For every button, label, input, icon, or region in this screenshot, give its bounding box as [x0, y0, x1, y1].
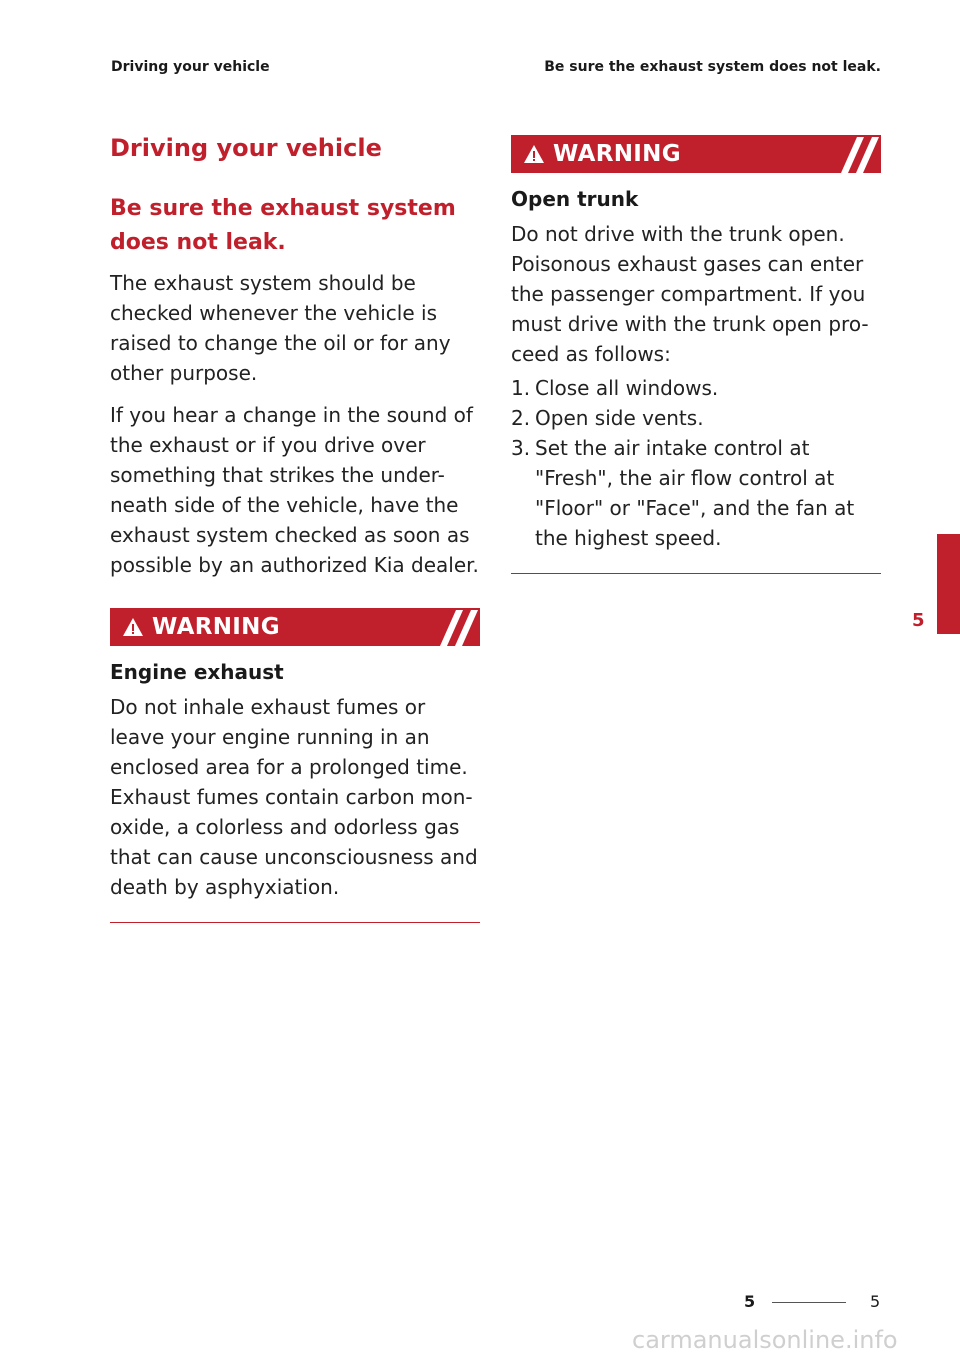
step-text: Open side vents.	[535, 406, 704, 430]
footer-chapter-number: 5	[744, 1292, 756, 1311]
footer-divider	[772, 1302, 846, 1303]
step-number: 2.	[511, 406, 531, 430]
warning-text: Do not drive with the trunk open. Poison…	[511, 222, 869, 366]
body-paragraph: If you hear a change in the sound of the…	[110, 403, 479, 577]
warning-triangle-icon	[123, 618, 143, 636]
slash-decoration-icon	[841, 137, 879, 173]
warning-label: WARNING	[553, 141, 681, 167]
step-text: Close all windows.	[535, 376, 719, 400]
step-text: Set the air intake control at "Fresh", t…	[535, 436, 855, 550]
header-section-title: Driving your vehicle	[111, 59, 270, 75]
warning-triangle-icon	[524, 145, 544, 163]
warning-banner: WARNING	[511, 135, 881, 173]
body-paragraph: The exhaust system should be checked whe…	[110, 271, 451, 385]
page-title: Driving your vehicle	[110, 134, 382, 162]
watermark: carmanualsonline.info	[632, 1326, 898, 1354]
slash-decoration-icon	[440, 610, 478, 646]
section-heading: Be sure the exhaust system does not leak…	[110, 196, 456, 255]
warning-heading: Engine exhaust	[110, 660, 284, 684]
warning-heading: Open trunk	[511, 187, 639, 211]
list-item: 3. Set the air intake control at "Fresh"…	[511, 433, 881, 553]
steps-list: 1. Close all windows. 2. Open side vents…	[511, 373, 881, 553]
step-number: 1.	[511, 376, 531, 400]
right-column: WARNING Open trunk Do not drive with the…	[511, 120, 881, 574]
chapter-number: 5	[912, 610, 925, 631]
footer-page-number: 5	[870, 1292, 881, 1311]
list-item: 1. Close all windows.	[511, 373, 881, 403]
warning-divider	[110, 922, 480, 923]
list-item: 2. Open side vents.	[511, 403, 881, 433]
left-column: Driving your vehicle Be sure the exhaust…	[110, 120, 480, 923]
warning-divider	[511, 573, 881, 574]
header-page-topic: Be sure the exhaust system does not leak…	[544, 59, 881, 75]
warning-text: Do not inhale exhaust fumes or leave you…	[110, 695, 478, 899]
warning-banner: WARNING	[110, 608, 480, 646]
warning-label: WARNING	[152, 614, 280, 640]
step-number: 3.	[511, 436, 531, 460]
chapter-tab	[937, 534, 960, 634]
